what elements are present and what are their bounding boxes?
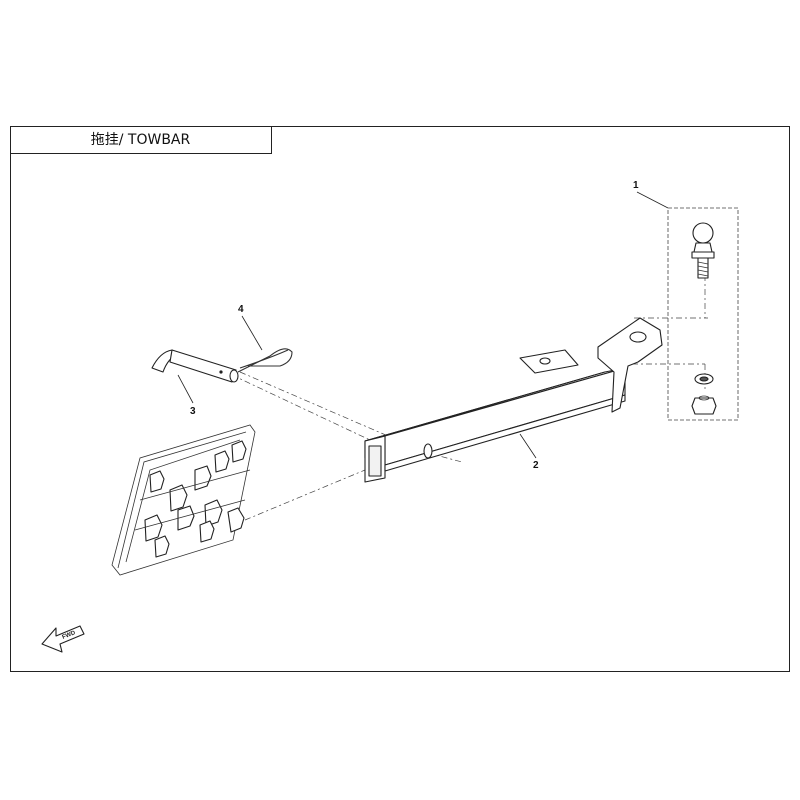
svg-text:2: 2 bbox=[533, 460, 539, 471]
chassis-frame bbox=[111, 424, 256, 576]
hitch-ball-kit bbox=[667, 207, 739, 421]
towbar-tube bbox=[364, 317, 663, 483]
svg-text:1: 1 bbox=[633, 180, 639, 191]
r-clip bbox=[237, 348, 293, 373]
svg-text:4: 4 bbox=[238, 304, 244, 315]
callout-1: 1 bbox=[633, 180, 669, 209]
page-title: 拖挂/ TOWBAR bbox=[90, 132, 191, 148]
diagram-frame bbox=[10, 126, 790, 672]
callout-4: 4 bbox=[238, 304, 263, 351]
svg-text:FWD: FWD bbox=[62, 630, 78, 641]
alignment-lines bbox=[231, 275, 708, 521]
callout-2: 2 bbox=[519, 433, 539, 471]
svg-text:3: 3 bbox=[190, 406, 196, 417]
fwd-arrow-icon: FWD bbox=[41, 625, 85, 653]
title-box: 拖挂/ TOWBAR bbox=[10, 126, 272, 154]
callout-3: 3 bbox=[177, 374, 196, 417]
hitch-pin bbox=[151, 349, 239, 383]
